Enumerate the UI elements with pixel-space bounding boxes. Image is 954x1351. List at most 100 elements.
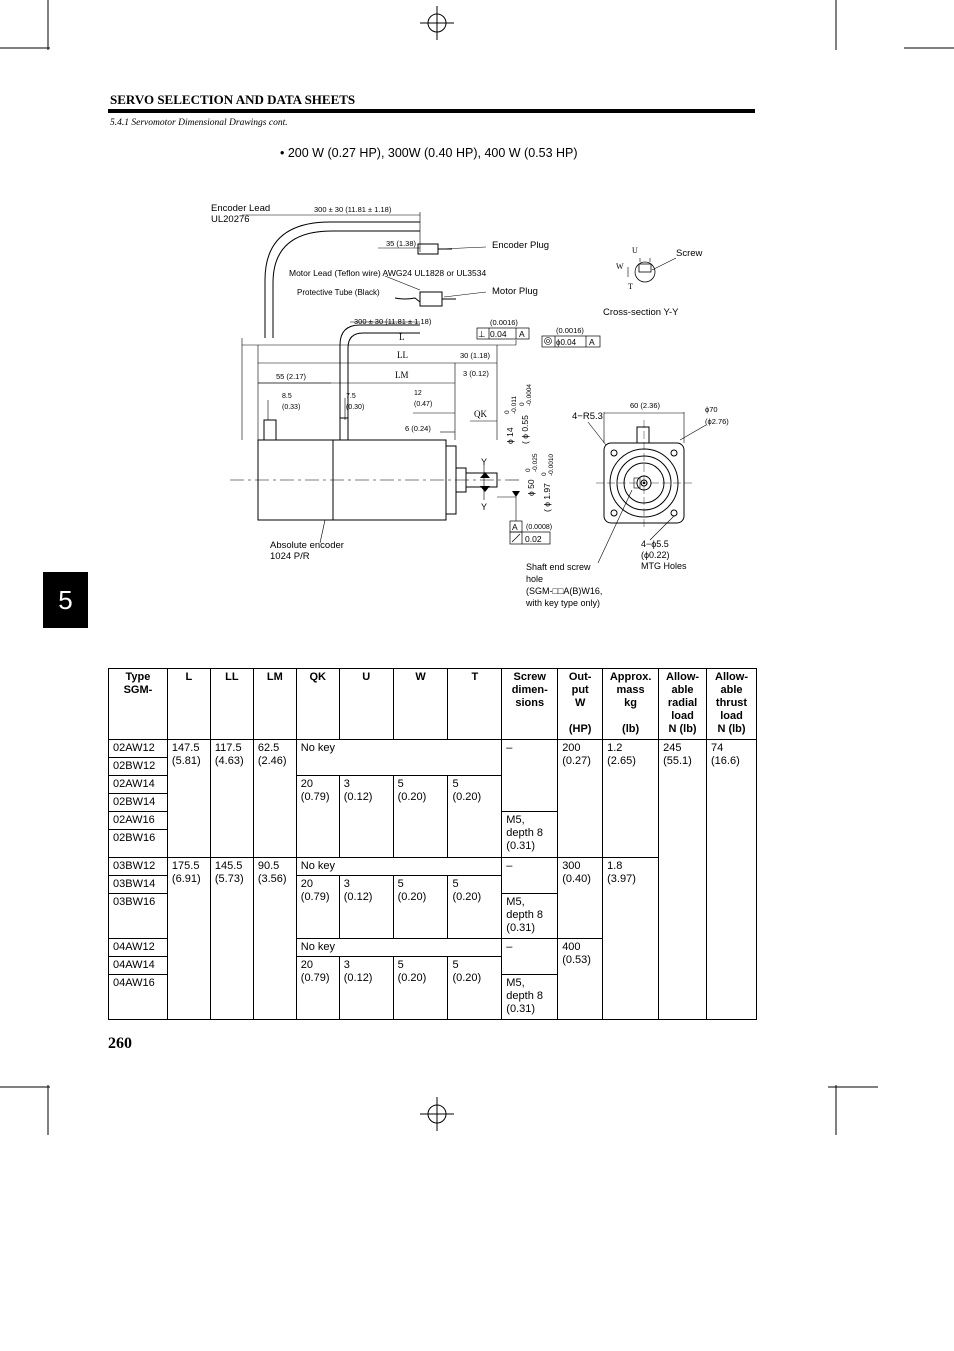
header-t: T bbox=[447, 668, 503, 740]
shaft-diameter-in: ( ϕ 0.55 bbox=[520, 415, 530, 444]
dim-ll: LL bbox=[397, 350, 408, 360]
pilot-tol-upper: 0 bbox=[525, 468, 532, 472]
shaft-diameter: ϕ 14 bbox=[505, 427, 515, 444]
shaft-in-tol-lower: -0.0004 bbox=[526, 384, 533, 406]
ll-cell: 117.5 (4.63) bbox=[209, 739, 254, 858]
table-row: 03BW16 M5, depth 8 (0.31) bbox=[108, 893, 757, 939]
pilot-in-tol-lower: -0.0010 bbox=[548, 454, 555, 476]
output-cell: 300 (0.40) bbox=[557, 857, 604, 939]
motor-power-bullet: • 200 W (0.27 HP), 300W (0.40 HP), 400 W… bbox=[280, 146, 578, 160]
datum-a: A bbox=[519, 329, 525, 339]
screw-cell: – bbox=[501, 938, 559, 975]
no-key-cell: No key bbox=[295, 857, 503, 876]
type-cell: 03BW14 bbox=[108, 875, 168, 894]
mass-cell: 1.2 (2.65) bbox=[602, 739, 660, 858]
motor-plug-label: Motor Plug bbox=[492, 286, 538, 297]
cross-section-u: U bbox=[632, 246, 638, 255]
header-rule bbox=[108, 109, 755, 113]
shaft-tol-upper: 0 bbox=[504, 410, 511, 414]
pilot-diameter-in: ( ϕ 1.97 bbox=[542, 483, 552, 512]
type-cell: 02BW14 bbox=[108, 793, 168, 812]
no-key-cell: No key bbox=[295, 938, 503, 957]
corner-radius-label: 4−R5.3 bbox=[572, 411, 603, 422]
lead-length-top: 300 ± 30 (11.81 ± 1.18) bbox=[314, 205, 392, 214]
runout-top: (0.0008) bbox=[526, 524, 552, 531]
header-l: L bbox=[166, 668, 211, 740]
radial-load-cell: 245 (55.1) bbox=[658, 739, 708, 1020]
screw-cell: M5, depth 8 (0.31) bbox=[501, 893, 559, 939]
plug-length: 35 (1.38) bbox=[386, 239, 417, 248]
u-cell: 3 (0.12) bbox=[338, 875, 394, 939]
section-title: SERVO SELECTION AND DATA SHEETS bbox=[110, 92, 356, 107]
w-cell: 5 (0.20) bbox=[392, 956, 449, 1020]
table-row: 02AW14 20 (0.79) 3 (0.12) 5 (0.20) 5 (0.… bbox=[108, 775, 757, 858]
dim-8-5: 8.5(0.33) bbox=[282, 393, 300, 411]
chapter-tab: 5 bbox=[43, 572, 88, 628]
encoder-plug-label: Encoder Plug bbox=[492, 240, 549, 251]
table-row: 04AW12 No key – 400 (0.53) bbox=[108, 938, 757, 1020]
u-cell: 3 (0.12) bbox=[338, 775, 394, 858]
perpendicularity-tolerance: 0.04 bbox=[490, 329, 507, 339]
t-cell: 5 (0.20) bbox=[447, 875, 503, 939]
cross-section-caption: Cross-section Y-Y bbox=[603, 307, 679, 318]
dim-7-5: 7.5(0.30) bbox=[346, 393, 364, 411]
w-cell: 5 (0.20) bbox=[392, 775, 449, 858]
dim-qk: QK bbox=[474, 409, 487, 419]
concentricity-top: (0.0016) bbox=[556, 326, 584, 335]
l-cell: 147.5 (5.81) bbox=[166, 739, 211, 858]
perpendicularity-symbol-icon: ⊥ bbox=[478, 329, 486, 339]
concentricity-tolerance: ϕ0.04 bbox=[556, 338, 577, 347]
section-mark-bottom: Y bbox=[481, 502, 487, 512]
pilot-tol-lower: -0.025 bbox=[532, 453, 539, 472]
table-row: 02BW14 bbox=[108, 793, 757, 812]
header-lm: LM bbox=[252, 668, 297, 740]
lead-length-mid: 300 ± 30 (11.81 ± 1.18) bbox=[354, 317, 432, 326]
type-cell: 02BW16 bbox=[108, 829, 168, 858]
type-cell: 02AW14 bbox=[108, 775, 168, 794]
shaft-tol-lower: -0.011 bbox=[511, 396, 518, 414]
mtg-holes-label: 4−ϕ5.5(ϕ0.22)MTG Holes bbox=[641, 539, 687, 571]
cross-section-w: W bbox=[616, 262, 624, 271]
t-cell: 5 (0.20) bbox=[447, 956, 503, 1020]
flange-size: 60 (2.36) bbox=[630, 401, 661, 410]
lm-cell: 62.5 (2.46) bbox=[252, 739, 297, 858]
dim-12: 12(0.47) bbox=[414, 390, 432, 408]
screw-label: Screw bbox=[676, 248, 703, 259]
header-ll: LL bbox=[209, 668, 254, 740]
w-cell: 5 (0.20) bbox=[392, 875, 449, 939]
cross-section-t: T bbox=[628, 282, 633, 291]
qk-cell: 20 (0.79) bbox=[295, 956, 340, 1020]
type-cell: 03BW12 bbox=[108, 857, 168, 876]
thrust-load-cell: 74 (16.6) bbox=[706, 739, 757, 1020]
table-row: 02AW16 M5, depth 8 (0.31) bbox=[108, 811, 757, 858]
pilot-in-tol-upper: 0 bbox=[541, 472, 548, 476]
type-cell: 04AW12 bbox=[108, 938, 168, 957]
subsection-title: 5.4.1 Servomotor Dimensional Drawings co… bbox=[110, 118, 288, 128]
type-cell: 02AW12 bbox=[108, 739, 168, 758]
type-cell: 03BW16 bbox=[108, 893, 168, 939]
no-key-cell: No key bbox=[295, 739, 503, 776]
motor-lead-label: Motor Lead (Teflon wire) AWG24 UL1828 or… bbox=[289, 268, 486, 278]
dim-30: 30 (1.18) bbox=[460, 351, 491, 360]
runout-tolerance: 0.02 bbox=[525, 534, 542, 544]
type-cell: 04AW14 bbox=[108, 956, 168, 975]
dim-6: 6 (0.24) bbox=[405, 424, 431, 433]
protective-tube-label: Protective Tube (Black) bbox=[297, 288, 380, 297]
table-row: 04AW14 20 (0.79) 3 (0.12) 5 (0.20) 5 (0.… bbox=[108, 956, 757, 1020]
output-cell: 400 (0.53) bbox=[557, 938, 604, 1020]
l-cell: 175.5 (6.91) bbox=[166, 857, 211, 1020]
shaft-in-tol-upper: 0 bbox=[519, 402, 526, 406]
header-qk: QK bbox=[295, 668, 340, 740]
runout-datum: A bbox=[512, 522, 518, 532]
header-w: W bbox=[392, 668, 449, 740]
